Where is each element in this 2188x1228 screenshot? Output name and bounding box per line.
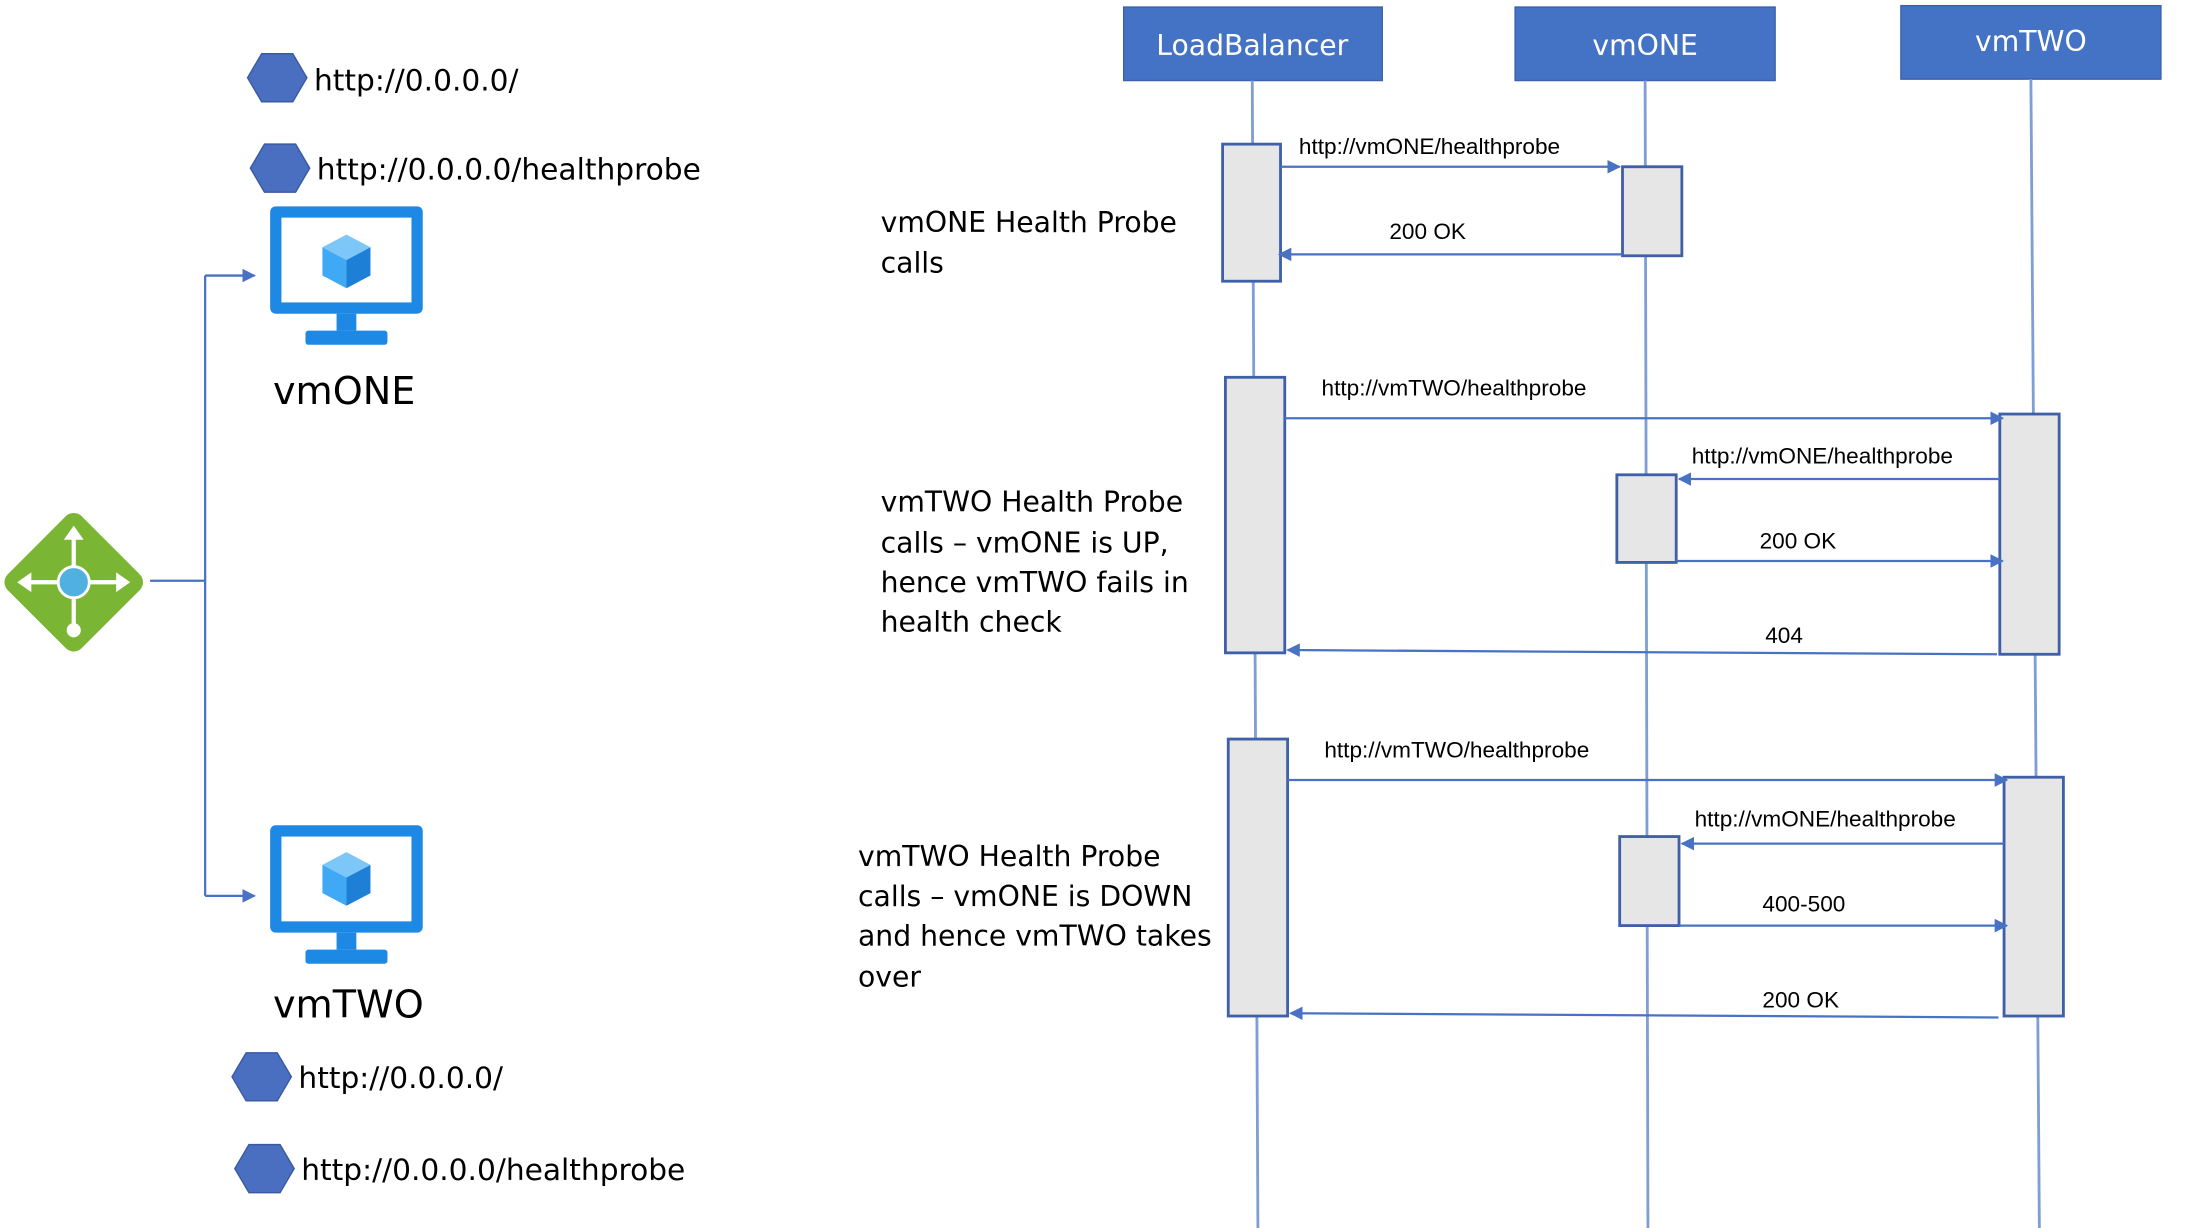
participant-loadbalancer: LoadBalancer [1122,6,1383,82]
hexagon-endpoint-icon [246,52,308,103]
participant-vmone: vmONE [1514,6,1776,82]
vm-one-endpoint-2-url: http://0.0.0.0/healthprobe [317,151,701,186]
vm-two-endpoint-2: http://0.0.0.0/healthprobe [234,1143,685,1194]
scenario-2-description: vmTWO Health Probe calls – vmONE is UP, … [881,486,1189,639]
message-arrow-10 [1289,1006,1999,1021]
participant-vmtwo: vmTWO [1900,4,2162,80]
activation-vmtwo-2 [1998,412,2061,656]
vm-two-endpoint-2-url: http://0.0.0.0/healthprobe [301,1152,685,1187]
message-label-8: http://vmONE/healthprobe [1695,807,1956,832]
scenario-2-line-1: vmTWO Health Probe [881,486,1184,519]
message-arrow-6 [1286,643,1997,657]
hexagon-endpoint-icon [249,143,311,193]
vm-one-icon [270,206,423,345]
scenario-3-line-3: and hence vmTWO takes [858,919,1212,952]
hexagon-endpoint-icon [234,1143,295,1194]
scenario-3-description: vmTWO Health Probe calls – vmONE is DOWN… [858,840,1212,993]
scenario-3-line-2: calls – vmONE is DOWN [858,880,1192,913]
activation-vmone-1 [1621,165,1684,258]
message-label-7: http://vmTWO/healthprobe [1324,737,1589,762]
hexagon-endpoint-icon [231,1052,293,1102]
vm-two-endpoint-1: http://0.0.0.0/ [231,1052,503,1102]
vm-two-icon [270,825,423,964]
scenario-1-line-2: calls [881,247,944,280]
vm-one-endpoint-2: http://0.0.0.0/healthprobe [249,143,701,193]
lifeline-vmone [1643,80,1650,1228]
participant-loadbalancer-label: LoadBalancer [1156,29,1348,62]
scenario-1-description: vmONE Health Probe calls [881,206,1177,280]
activation-vmtwo-3 [2002,775,2065,1018]
scenario-1-line-1: vmONE Health Probe [881,206,1177,239]
activation-vmone-2 [1615,473,1678,564]
vm-one-label: vmONE [273,369,415,413]
scenario-3-line-4: over [858,960,921,993]
activation-lb-2 [1224,375,1287,655]
scenario-2-line-4: health check [881,606,1063,639]
activation-lb-1 [1221,142,1282,283]
message-label-2: 200 OK [1389,219,1466,244]
message-label-6: 404 [1765,623,1803,648]
load-balancer-gateway-icon [4,512,143,652]
vm-two-endpoint-1-url: http://0.0.0.0/ [298,1060,503,1095]
vm-one-endpoint-1-url: http://0.0.0.0/ [314,62,519,97]
vm-one-endpoint-1: http://0.0.0.0/ [246,52,519,103]
activation-vmone-3 [1618,835,1681,928]
message-label-5: 200 OK [1760,528,1837,553]
scenario-2-line-3: hence vmTWO fails in [881,566,1189,599]
participant-vmone-label: vmONE [1592,29,1697,62]
message-label-1: http://vmONE/healthprobe [1299,134,1560,159]
message-label-9: 400-500 [1762,891,1845,916]
message-label-4: http://vmONE/healthprobe [1692,444,1953,469]
message-label-3: http://vmTWO/healthprobe [1322,376,1587,401]
scenario-3-line-1: vmTWO Health Probe [858,840,1161,873]
scenario-2-line-2: calls – vmONE is UP, [881,527,1169,560]
vm-two-label: vmTWO [273,982,424,1026]
gateway-connectors [150,268,256,903]
message-label-10: 200 OK [1762,988,1839,1013]
participant-vmtwo-label: vmTWO [1975,25,2087,58]
activation-lb-3 [1226,737,1290,1018]
